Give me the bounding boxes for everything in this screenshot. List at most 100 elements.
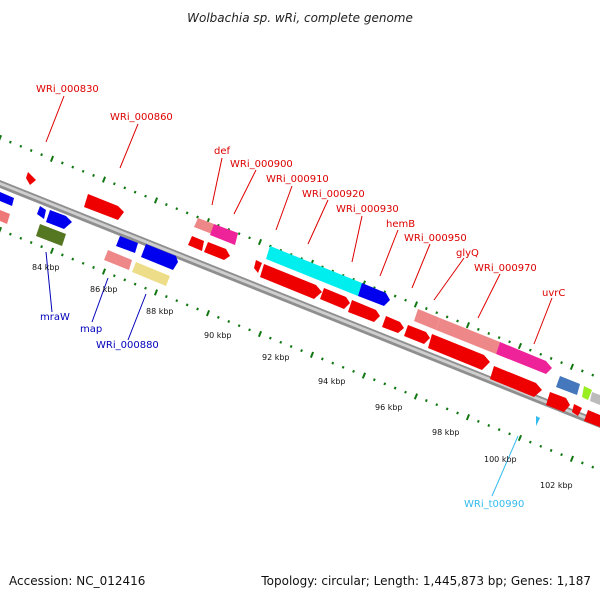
ring-tick: [361, 372, 367, 379]
ring-tick: [435, 311, 439, 315]
callout-line: [307, 199, 329, 245]
gene-arrow: [546, 392, 570, 412]
ring-tick: [569, 363, 575, 370]
gene-label[interactable]: WRi_000920: [302, 189, 365, 200]
ring-tick: [133, 190, 137, 194]
ring-tick: [456, 319, 459, 323]
ring-tick: [205, 310, 211, 317]
ring-tick: [528, 440, 532, 444]
gene-label[interactable]: WRi_000860: [110, 112, 173, 123]
genome-backbone-highlight: [0, 182, 600, 425]
ring-tick: [101, 176, 107, 183]
ring-tick: [445, 315, 449, 319]
scale-tick-label: 100 kbp: [484, 455, 517, 464]
ring-tick: [71, 165, 75, 169]
gene-arrow: [404, 325, 430, 344]
ring-tick: [237, 324, 241, 328]
ring-tick: [123, 278, 127, 282]
gene-label[interactable]: WRi_000900: [230, 159, 293, 170]
ring-tick: [185, 211, 189, 215]
gene-arrow: [84, 194, 124, 220]
callout-line: [45, 95, 65, 143]
ring-tick: [404, 390, 407, 394]
callout-line: [211, 157, 223, 206]
ring-tick: [257, 238, 263, 246]
gene-label[interactable]: WRi_000880: [96, 340, 159, 351]
ring-tick: [517, 434, 523, 442]
gene-arrow: [0, 192, 14, 206]
gene-label[interactable]: WRi_000910: [266, 174, 329, 185]
ring-tick: [300, 349, 303, 353]
ring-tick: [60, 253, 64, 257]
ring-tick: [528, 348, 532, 352]
ring-tick: [383, 382, 387, 386]
gene-arrow: [37, 206, 46, 219]
gene-arrow: [132, 262, 170, 286]
gene-arrow: [582, 386, 592, 400]
callout-line: [233, 169, 257, 215]
ring-tick: [248, 328, 251, 332]
trna-marker: [536, 416, 540, 426]
ring-tick: [591, 465, 595, 469]
callout-line: [477, 273, 501, 319]
ring-tick: [0, 134, 3, 141]
callout-line: [91, 277, 109, 323]
gene-label[interactable]: WRi_000930: [336, 204, 399, 215]
callout-line: [119, 123, 139, 169]
ring-tick: [465, 414, 471, 421]
gene-label[interactable]: WRi_000950: [404, 233, 467, 244]
callout-line: [491, 435, 519, 497]
ring-tick: [71, 257, 75, 261]
ring-tick: [185, 303, 189, 307]
map-title: Wolbachia sp. wRi, complete genome: [187, 11, 413, 25]
gene-arrow: [358, 283, 390, 306]
callout-line: [127, 293, 147, 341]
gene-label[interactable]: map: [80, 324, 102, 335]
gene-arrow: [36, 224, 66, 246]
callout-line: [275, 185, 293, 231]
ring-tick: [445, 407, 449, 411]
gene-label[interactable]: WRi_t00990: [464, 499, 524, 510]
genome-summary-text: Topology: circular; Length: 1,445,873 bp…: [260, 574, 591, 588]
scale-tick-label: 88 kbp: [146, 307, 174, 316]
ring-tick: [175, 299, 179, 303]
gene-label[interactable]: hemB: [386, 219, 415, 230]
callout-line: [433, 257, 465, 301]
gene-arrow: [428, 334, 490, 370]
ring-tick: [40, 153, 43, 157]
gene-label[interactable]: def: [214, 146, 231, 157]
ring-tick: [101, 268, 107, 275]
ring-tick: [248, 236, 251, 240]
gene-arrow: [490, 366, 542, 397]
gene-label[interactable]: WRi_000830: [36, 84, 99, 95]
gene-arrow: [556, 376, 580, 395]
gene-arrow: [116, 236, 138, 253]
upper-gene-labels: WRi_000830 WRi_000860 def WRi_000900 WRi…: [36, 84, 565, 299]
callout-lines: [45, 95, 553, 497]
gene-label[interactable]: WRi_000970: [474, 263, 537, 274]
ring-tick: [81, 261, 85, 265]
ring-tick: [196, 307, 199, 311]
ring-tick: [144, 286, 147, 290]
ring-tick: [560, 361, 563, 365]
gene-arrow: [496, 342, 552, 374]
ring-tick: [60, 161, 64, 165]
gene-arrow: [141, 244, 178, 270]
ring-tick: [435, 403, 439, 407]
gene-arrow: [320, 288, 350, 309]
gene-label[interactable]: uvrC: [542, 288, 565, 299]
gene-arrow: [584, 410, 600, 427]
callout-line: [351, 215, 363, 263]
ring-tick: [216, 315, 220, 319]
gene-label[interactable]: glyQ: [456, 248, 479, 259]
ring-tick: [508, 432, 511, 436]
gene-arrow: [414, 309, 440, 330]
ring-tick: [9, 232, 12, 236]
gene-label[interactable]: mraW: [40, 312, 70, 323]
ring-tick: [144, 194, 147, 198]
ring-tick: [164, 203, 168, 207]
ring-tick: [404, 298, 407, 302]
ring-tick: [268, 336, 272, 340]
scale-tick-label: 96 kbp: [375, 403, 403, 412]
ring-tick: [196, 215, 199, 219]
